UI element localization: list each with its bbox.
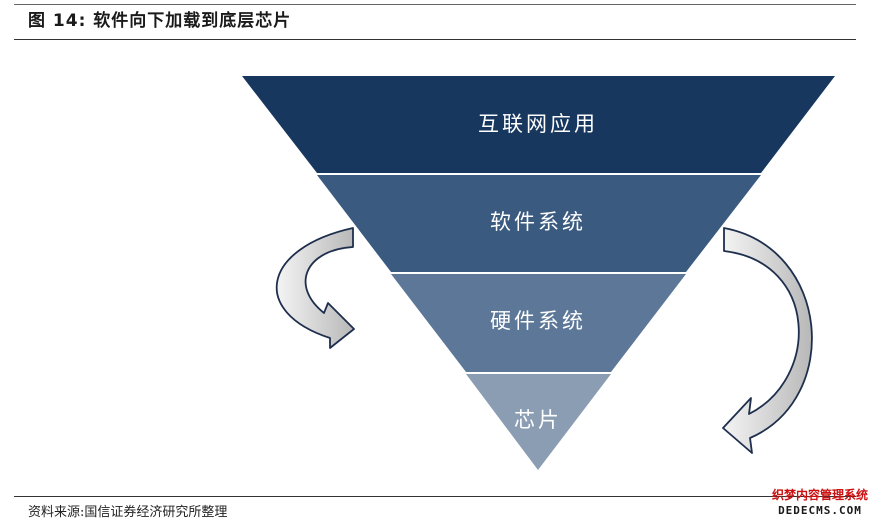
left-curved-arrow-icon — [275, 227, 355, 349]
top-border-line — [14, 4, 856, 5]
layer-chip — [466, 374, 611, 470]
title-underline — [14, 39, 856, 40]
figure-title: 图 14: 软件向下加载到底层芯片 — [28, 11, 292, 31]
layer-label-chip: 芯片 — [514, 408, 562, 432]
footer-divider — [14, 496, 856, 497]
watermark-line1: 织梦内容管理系统 — [771, 488, 868, 502]
source-note: 资料来源:国信证券经济研究所整理 — [28, 505, 228, 520]
watermark: 织梦内容管理系统 DEDECMS.COM — [772, 488, 868, 518]
watermark-line2: DEDECMS.COM — [778, 504, 862, 517]
layer-software-system — [317, 175, 761, 272]
layer-label-internet-apps: 互联网应用 — [478, 112, 598, 136]
layer-internet-apps — [242, 76, 835, 173]
right-curved-arrow-icon — [722, 227, 813, 454]
layer-hardware-system — [391, 274, 686, 372]
layer-label-hardware-system: 硬件系统 — [490, 309, 586, 333]
layer-label-software-system: 软件系统 — [490, 210, 586, 234]
